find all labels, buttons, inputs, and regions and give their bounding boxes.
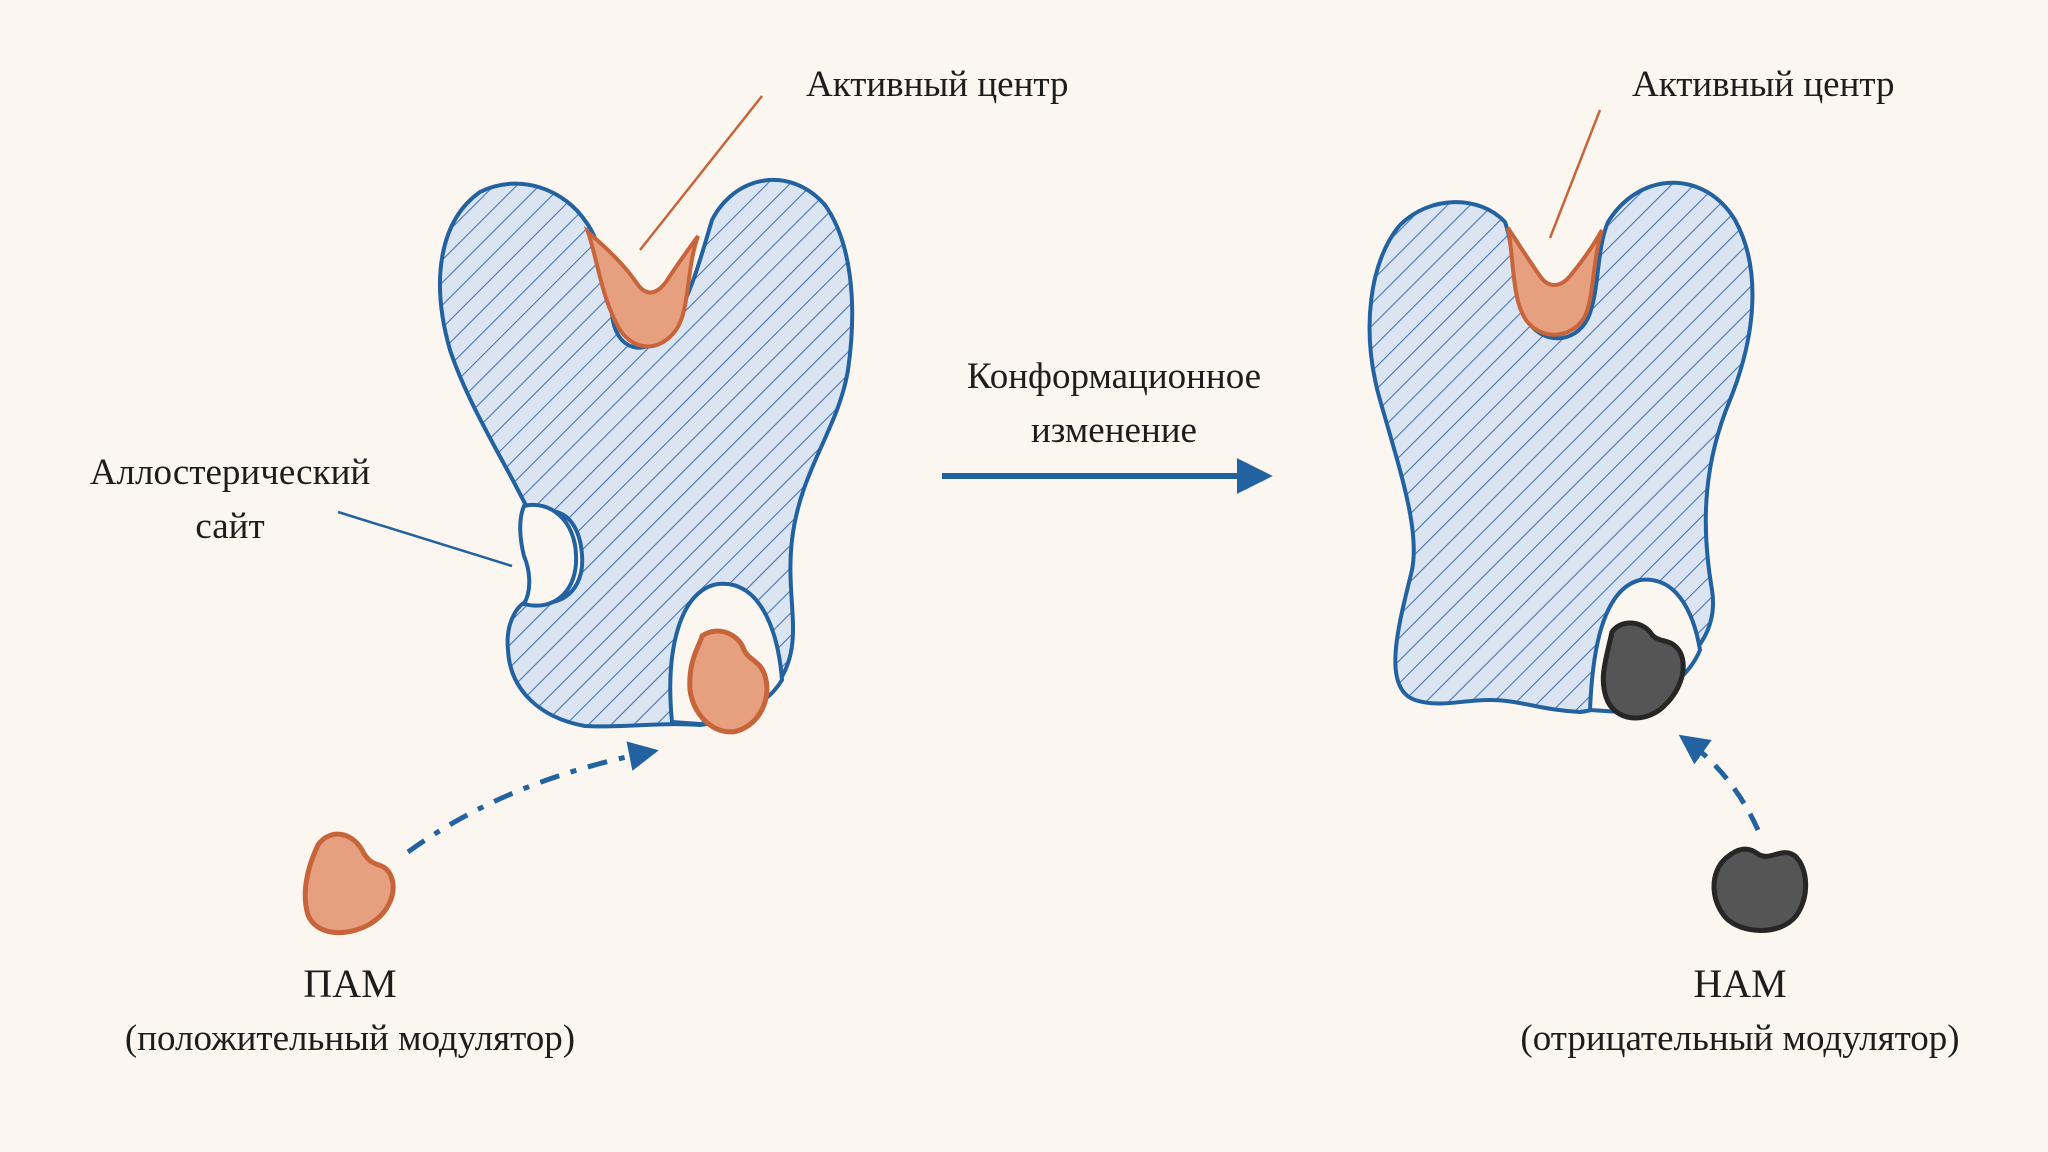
right-active-site [1506, 226, 1604, 337]
label-allosteric-site-line2: сайт [195, 506, 265, 547]
allosteric-site-notch [518, 502, 579, 608]
nam-free-molecule [1711, 846, 1809, 933]
left-protein-shape [438, 178, 855, 729]
pam-docked-molecule [687, 628, 770, 735]
pam-free-molecule [302, 831, 396, 936]
nam-binding-arrow [1678, 734, 1761, 832]
allosteric-site-pointer [337, 510, 513, 568]
label-pam-full: (положительный модулятор) [124, 1018, 576, 1059]
right-active-site-pointer [1548, 109, 1602, 239]
label-active-site-left: Активный центр [806, 64, 1069, 105]
label-allosteric-site-line1: Аллостерический [89, 452, 371, 493]
label-pam: ПАМ [303, 961, 397, 1006]
left-active-site [583, 225, 700, 349]
pam-binding-arrow [406, 741, 659, 855]
nam-docked-molecule [1600, 620, 1686, 721]
label-nam: НАМ [1693, 961, 1787, 1006]
label-nam-full: (отрицательный модулятор) [1520, 1018, 1960, 1059]
label-conformational-change-line2: изменение [1031, 410, 1197, 451]
label-active-site-right: Активный центр [1632, 64, 1895, 105]
left-active-site-pointer [639, 95, 763, 251]
label-conformational-change-line1: Конформационное [966, 356, 1262, 397]
